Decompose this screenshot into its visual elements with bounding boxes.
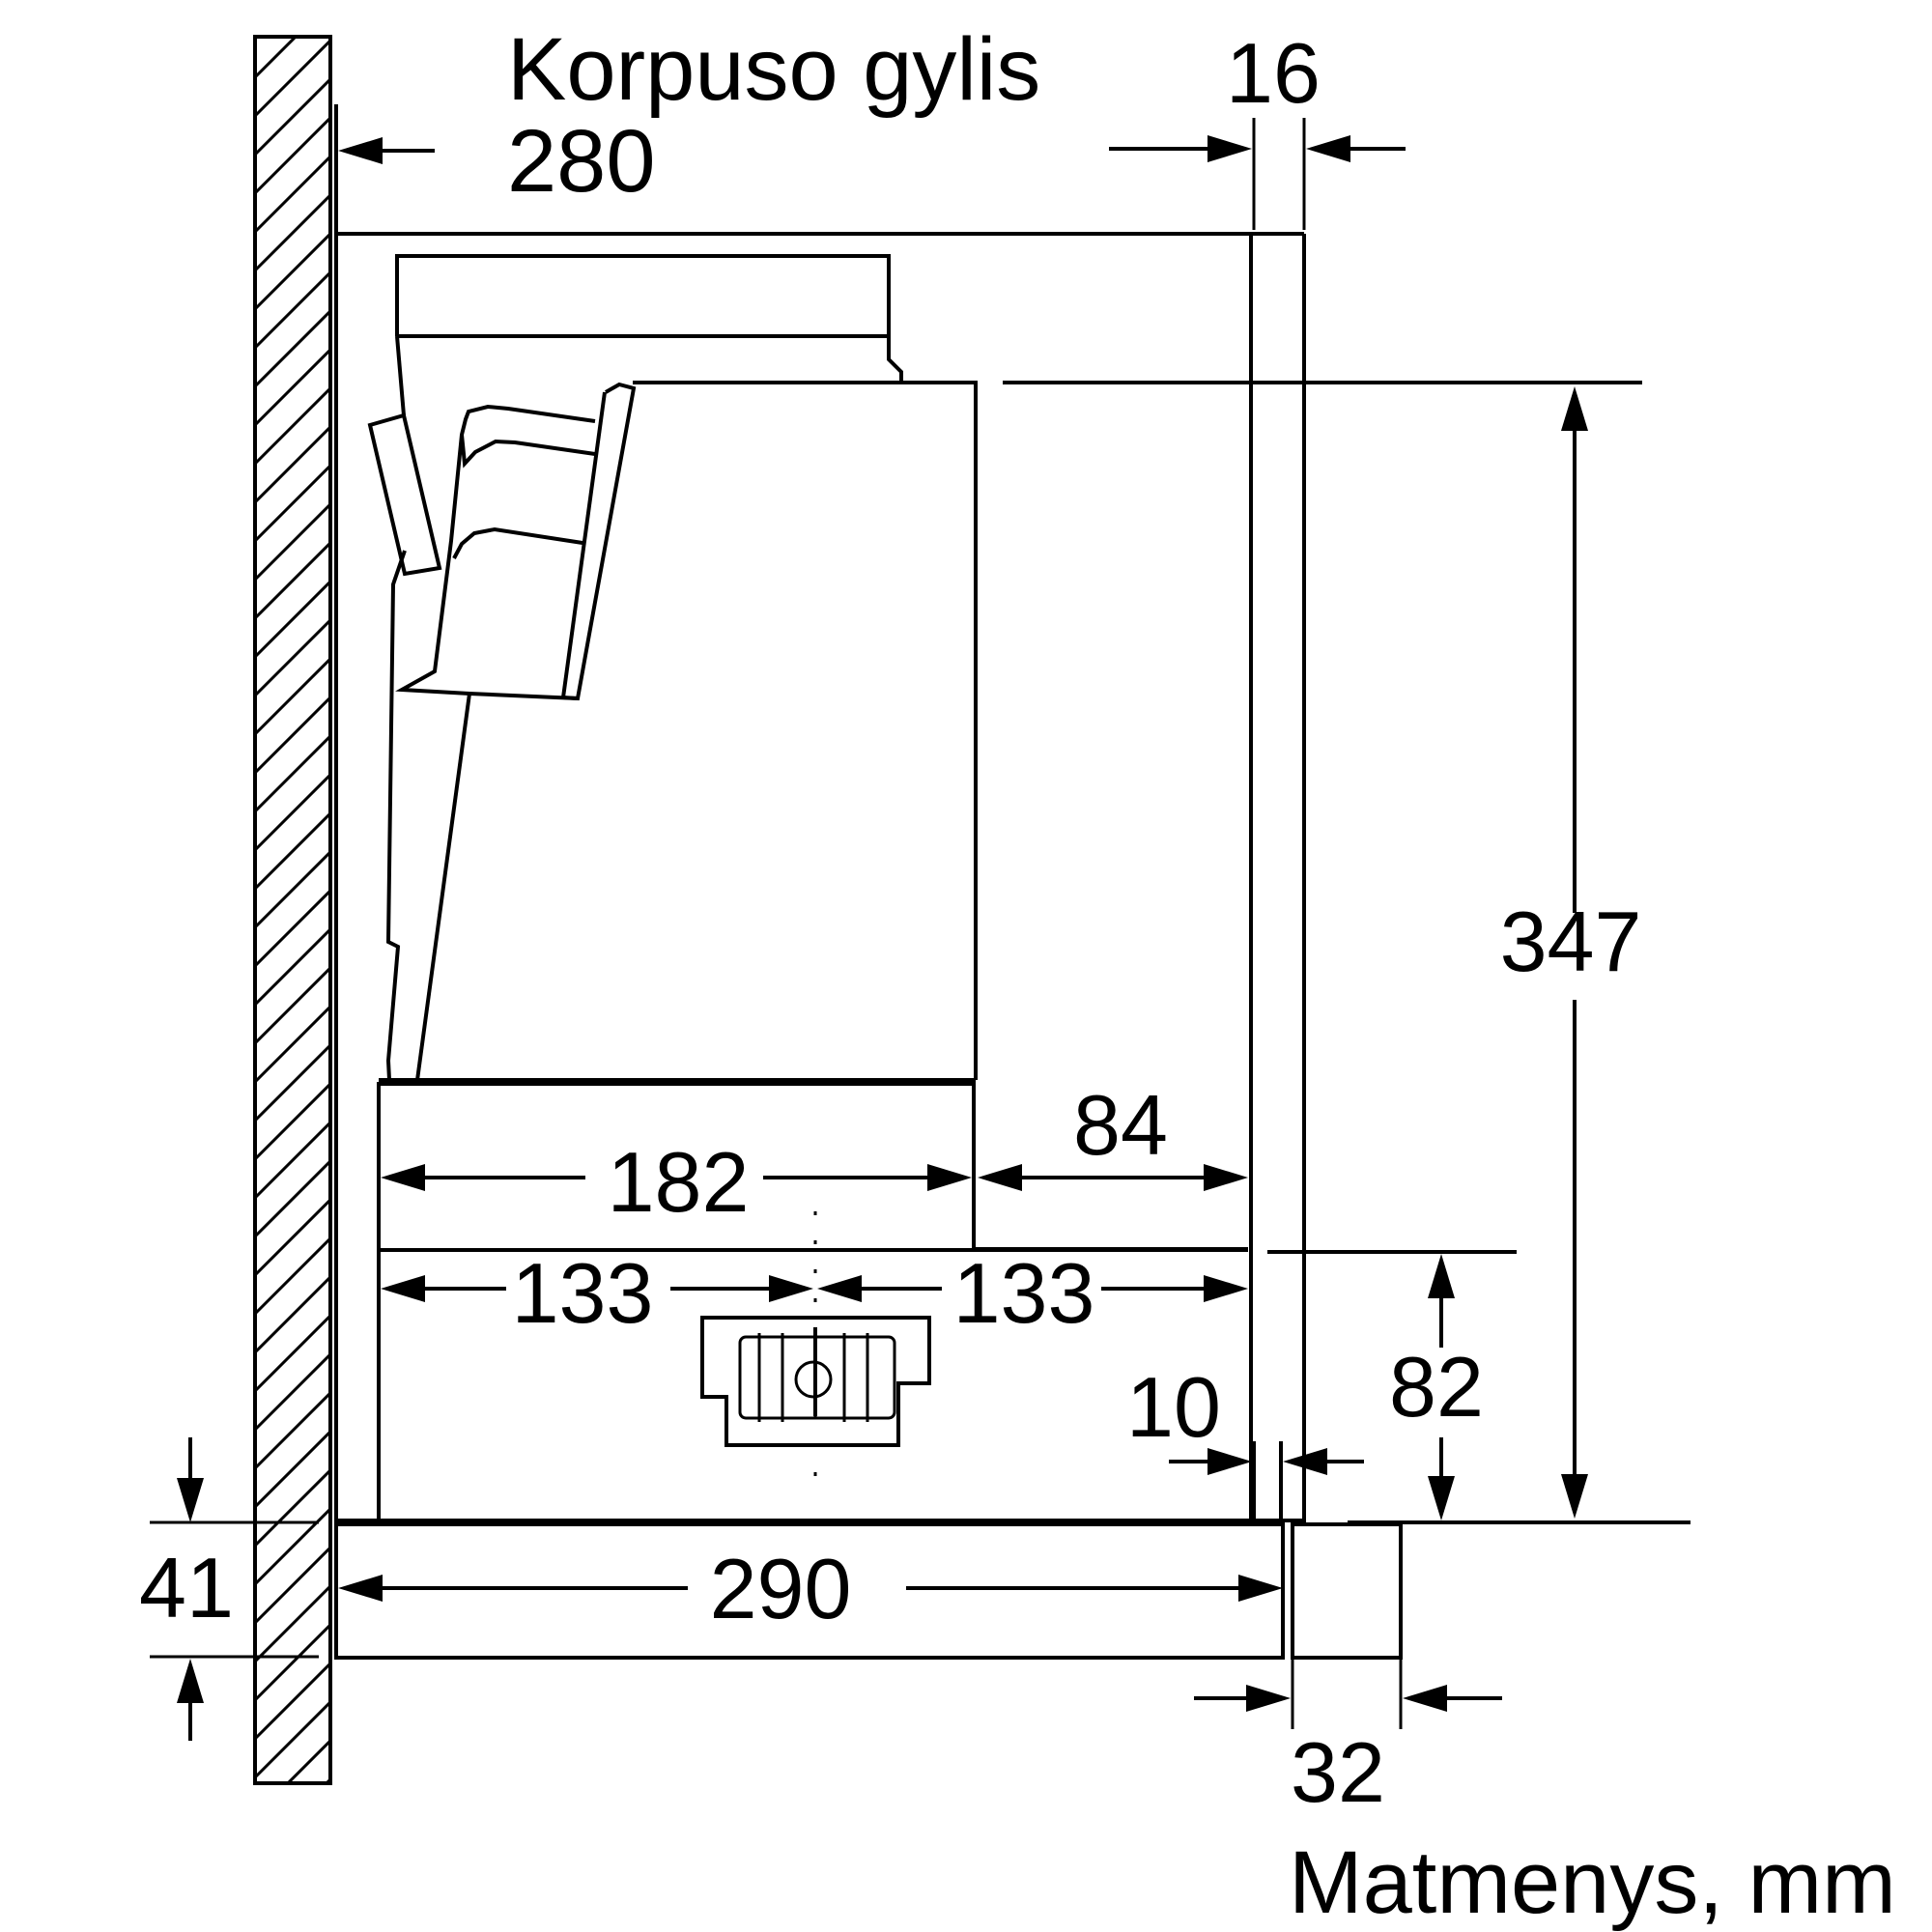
hatch-line: [255, 1661, 330, 1741]
bottom-rail: [150, 1441, 1690, 1660]
arrowhead: [1428, 1254, 1455, 1298]
hatch-line: [255, 347, 330, 427]
arrowhead: [381, 1275, 425, 1302]
arrowhead: [927, 1164, 972, 1191]
half-left-dim: 133: [512, 1245, 654, 1341]
hatch-line: [255, 1816, 332, 1893]
arrowhead: [769, 1275, 813, 1302]
arrowhead: [338, 137, 383, 164]
hatch-line: [255, 695, 330, 775]
hatch-line: [255, 192, 330, 272]
hatch-line: [255, 385, 330, 466]
hatch-line: [255, 926, 330, 1007]
hatch-line: [255, 1506, 330, 1586]
hatch-line: [255, 1120, 330, 1200]
hatch-line: [255, 154, 330, 234]
arrowhead: [1246, 1685, 1291, 1712]
hatch-line: [255, 1004, 330, 1084]
hatch-line: [255, 849, 330, 929]
rail-height-dim: 41: [139, 1540, 234, 1635]
lower-section: [377, 1082, 1248, 1520]
arrowhead: [1204, 1275, 1248, 1302]
hatch-line: [255, 1042, 330, 1122]
rail-depth-dim: 290: [710, 1541, 852, 1636]
arrowhead: [1208, 1448, 1252, 1475]
front-panel-dim: 16: [1226, 25, 1321, 121]
hatch-line: [255, 1545, 330, 1625]
hatch-line: [255, 810, 330, 891]
hood-top-box: [395, 254, 976, 384]
hatch-line: [255, 1429, 330, 1509]
units-caption: Matmenys, mm: [1289, 1833, 1896, 1932]
hatch-line: [255, 1274, 330, 1354]
hatch-line: [255, 76, 330, 156]
arrowhead: [978, 1164, 1022, 1191]
hatch-line: [255, 1197, 330, 1277]
hatch-line: [255, 579, 330, 659]
arrowhead: [1403, 1685, 1447, 1712]
wall-hatching: [255, 37, 332, 1932]
arrowhead: [177, 1659, 204, 1703]
arrowhead: [1428, 1476, 1455, 1520]
arrowhead: [338, 1575, 383, 1602]
hatch-line: [255, 656, 330, 736]
hatch-line: [255, 617, 330, 697]
hatch-line: [255, 888, 330, 968]
arrowhead: [1283, 1448, 1327, 1475]
hatch-line: [255, 115, 330, 195]
hatch-line: [255, 38, 330, 118]
width-right-dim: 84: [1073, 1077, 1168, 1173]
hatch-line: [255, 1467, 330, 1548]
hatch-line: [255, 772, 330, 852]
arrowhead: [817, 1275, 862, 1302]
hatch-line: [255, 1699, 330, 1779]
hatch-line: [255, 1236, 330, 1316]
arrowhead: [1561, 386, 1588, 431]
motor-unit: [700, 1211, 931, 1493]
hatch-line: [255, 965, 330, 1045]
hatch-line: [255, 1390, 330, 1470]
arrowhead: [1208, 135, 1252, 162]
hatch-line: [255, 1583, 330, 1663]
dimension-lines: [177, 118, 1642, 1741]
hatch-line: [255, 270, 330, 350]
hatch-line: [255, 540, 330, 620]
wall: [253, 35, 332, 1932]
height-total-dim: 347: [1500, 894, 1642, 989]
gap-dim: 10: [1126, 1359, 1221, 1455]
hatch-line: [255, 1351, 330, 1432]
arrowhead: [381, 1164, 425, 1191]
cabinet-depth-title: Korpuso gylis: [507, 20, 1040, 119]
hatch-line: [285, 1738, 330, 1783]
lower-height-dim: 82: [1389, 1339, 1484, 1435]
hatch-line: [255, 308, 330, 388]
hatch-line: [255, 1313, 330, 1393]
hatch-line: [255, 1081, 330, 1161]
hatch-line: [255, 424, 330, 504]
hood-body: [379, 381, 978, 1082]
dimension-labels: Korpuso gylis 280 16 347 182 84 133 133 …: [139, 20, 1896, 1932]
cabinet-depth-value: 280: [507, 112, 656, 211]
arrowhead: [1306, 135, 1350, 162]
arrowhead: [1204, 1164, 1248, 1191]
arrowhead: [1238, 1575, 1283, 1602]
cabinet-outline: [334, 104, 1306, 1522]
hatch-line: [255, 37, 298, 79]
hatch-line: [255, 1158, 330, 1238]
hatch-line: [255, 231, 330, 311]
hatch-line: [255, 733, 330, 813]
width-inner-dim: 182: [608, 1134, 750, 1230]
hatch-line: [255, 501, 330, 582]
arrowhead: [177, 1478, 204, 1522]
grip-depth-dim: 32: [1291, 1724, 1385, 1820]
arrowhead: [1561, 1474, 1588, 1519]
hatch-line: [255, 37, 260, 41]
hatch-line: [255, 463, 330, 543]
hatch-line: [324, 1776, 330, 1783]
hatch-line: [255, 1855, 332, 1932]
half-right-dim: 133: [953, 1245, 1095, 1341]
duct-flap: [367, 335, 637, 1081]
hatch-line: [255, 1622, 330, 1702]
